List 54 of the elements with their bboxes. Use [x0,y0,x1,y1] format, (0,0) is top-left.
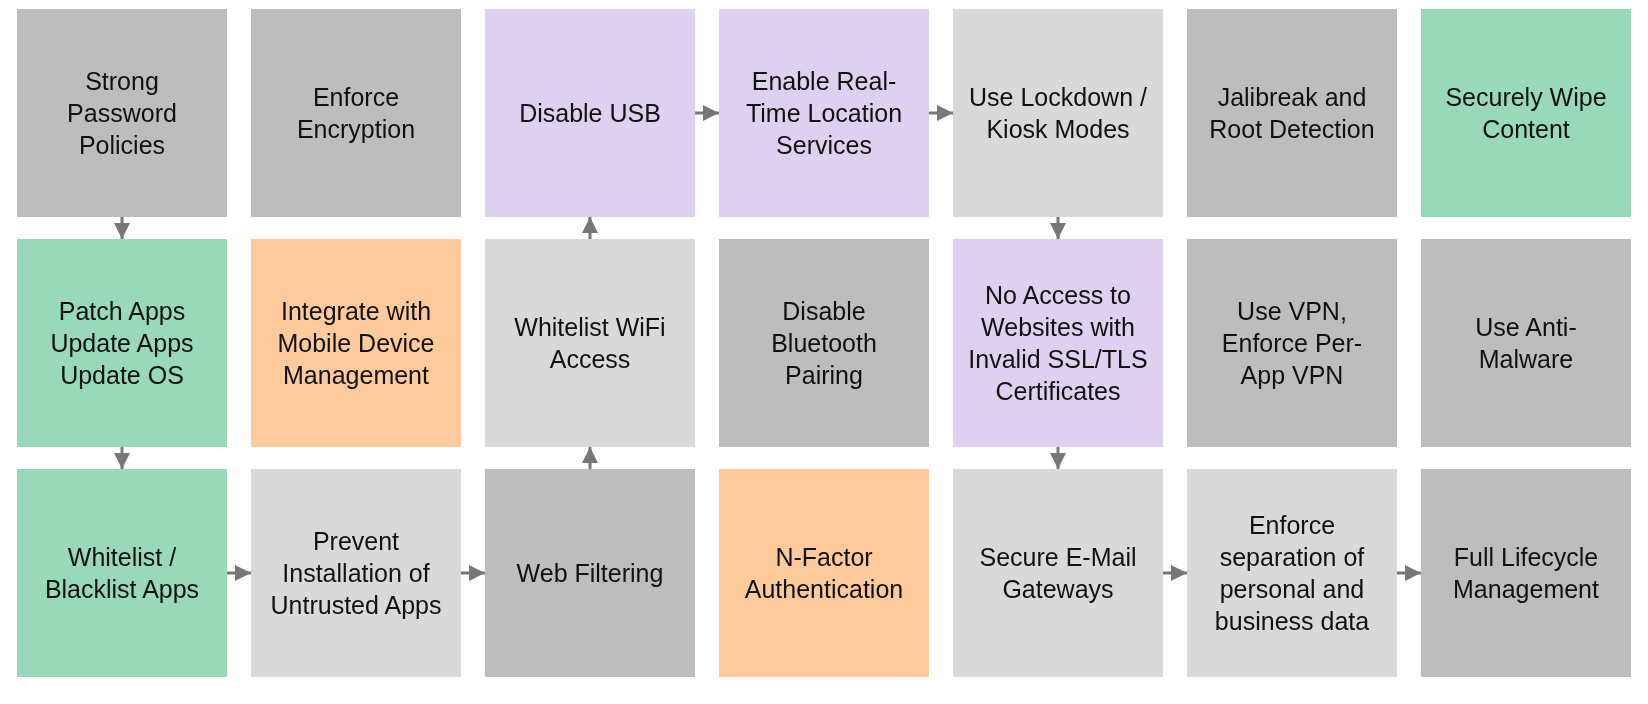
tile-box [719,469,929,677]
tile-box [953,469,1163,677]
tile-text: Integrate with Mobile Device Management [276,296,436,391]
tile-text: No Access to Websites with Invalid SSL/TLS Certificates [967,280,1149,407]
arrow [582,217,598,239]
tile-text: Enforce Encryption [295,82,417,145]
tile-text: Use Lockdown / Kiosk Modes [968,82,1148,145]
tile-box [17,239,227,447]
tile-text: Enforce separation of personal and business data [1213,510,1371,637]
tile-text: Securely Wipe Content [1444,82,1608,145]
arrow [582,447,598,469]
tile-box [485,9,695,217]
arrow [695,105,719,121]
arrow [1163,565,1187,581]
tile-text: Use Anti-Malware [1474,312,1578,375]
tile-box [485,239,695,447]
arrow [114,217,130,239]
tile-box [1187,469,1397,677]
arrow [1397,565,1421,581]
arrow [114,447,130,469]
tile-box [953,9,1163,217]
tile-box [1187,9,1397,217]
tile-box [485,469,695,677]
arrow [461,565,485,581]
tile-text: Patch Apps Update Apps Update OS [49,296,195,391]
arrow [929,105,953,121]
arrow [1050,447,1066,469]
tile-box [719,9,929,217]
tile-text: Prevent Installation of Untrusted Apps [269,526,443,621]
arrow [227,565,251,581]
tile-text: Whitelist WiFi Access [513,312,667,375]
tile-text: Secure E-Mail Gateways [978,542,1138,605]
tile-box [1187,239,1397,447]
tile-box [1421,9,1631,217]
tile-text: Use VPN, Enforce Per-App VPN [1220,296,1364,391]
tile-box [1421,239,1631,447]
tile-box [251,9,461,217]
tile-text: Whitelist / Blacklist Apps [43,542,201,605]
tile-text: Disable USB [519,98,661,129]
tile-text: Full Lifecycle Management [1452,542,1600,605]
tile-text: N-Factor Authentication [743,542,905,605]
tile-box [17,9,227,217]
tile-text: Enable Real-Time Location Services [744,66,904,161]
tile-text: Strong Password Policies [66,66,178,161]
tile-text: Jalibreak and Root Detection [1208,82,1376,145]
tile-box [719,239,929,447]
tile-box [251,239,461,447]
tile-text: Web Filtering [516,558,664,589]
tile-box [953,239,1163,447]
tile-text: Disable Bluetooth Pairing [770,296,878,391]
tile-box [1421,469,1631,677]
arrow [1050,217,1066,239]
tile-box [251,469,461,677]
tile-box [17,469,227,677]
